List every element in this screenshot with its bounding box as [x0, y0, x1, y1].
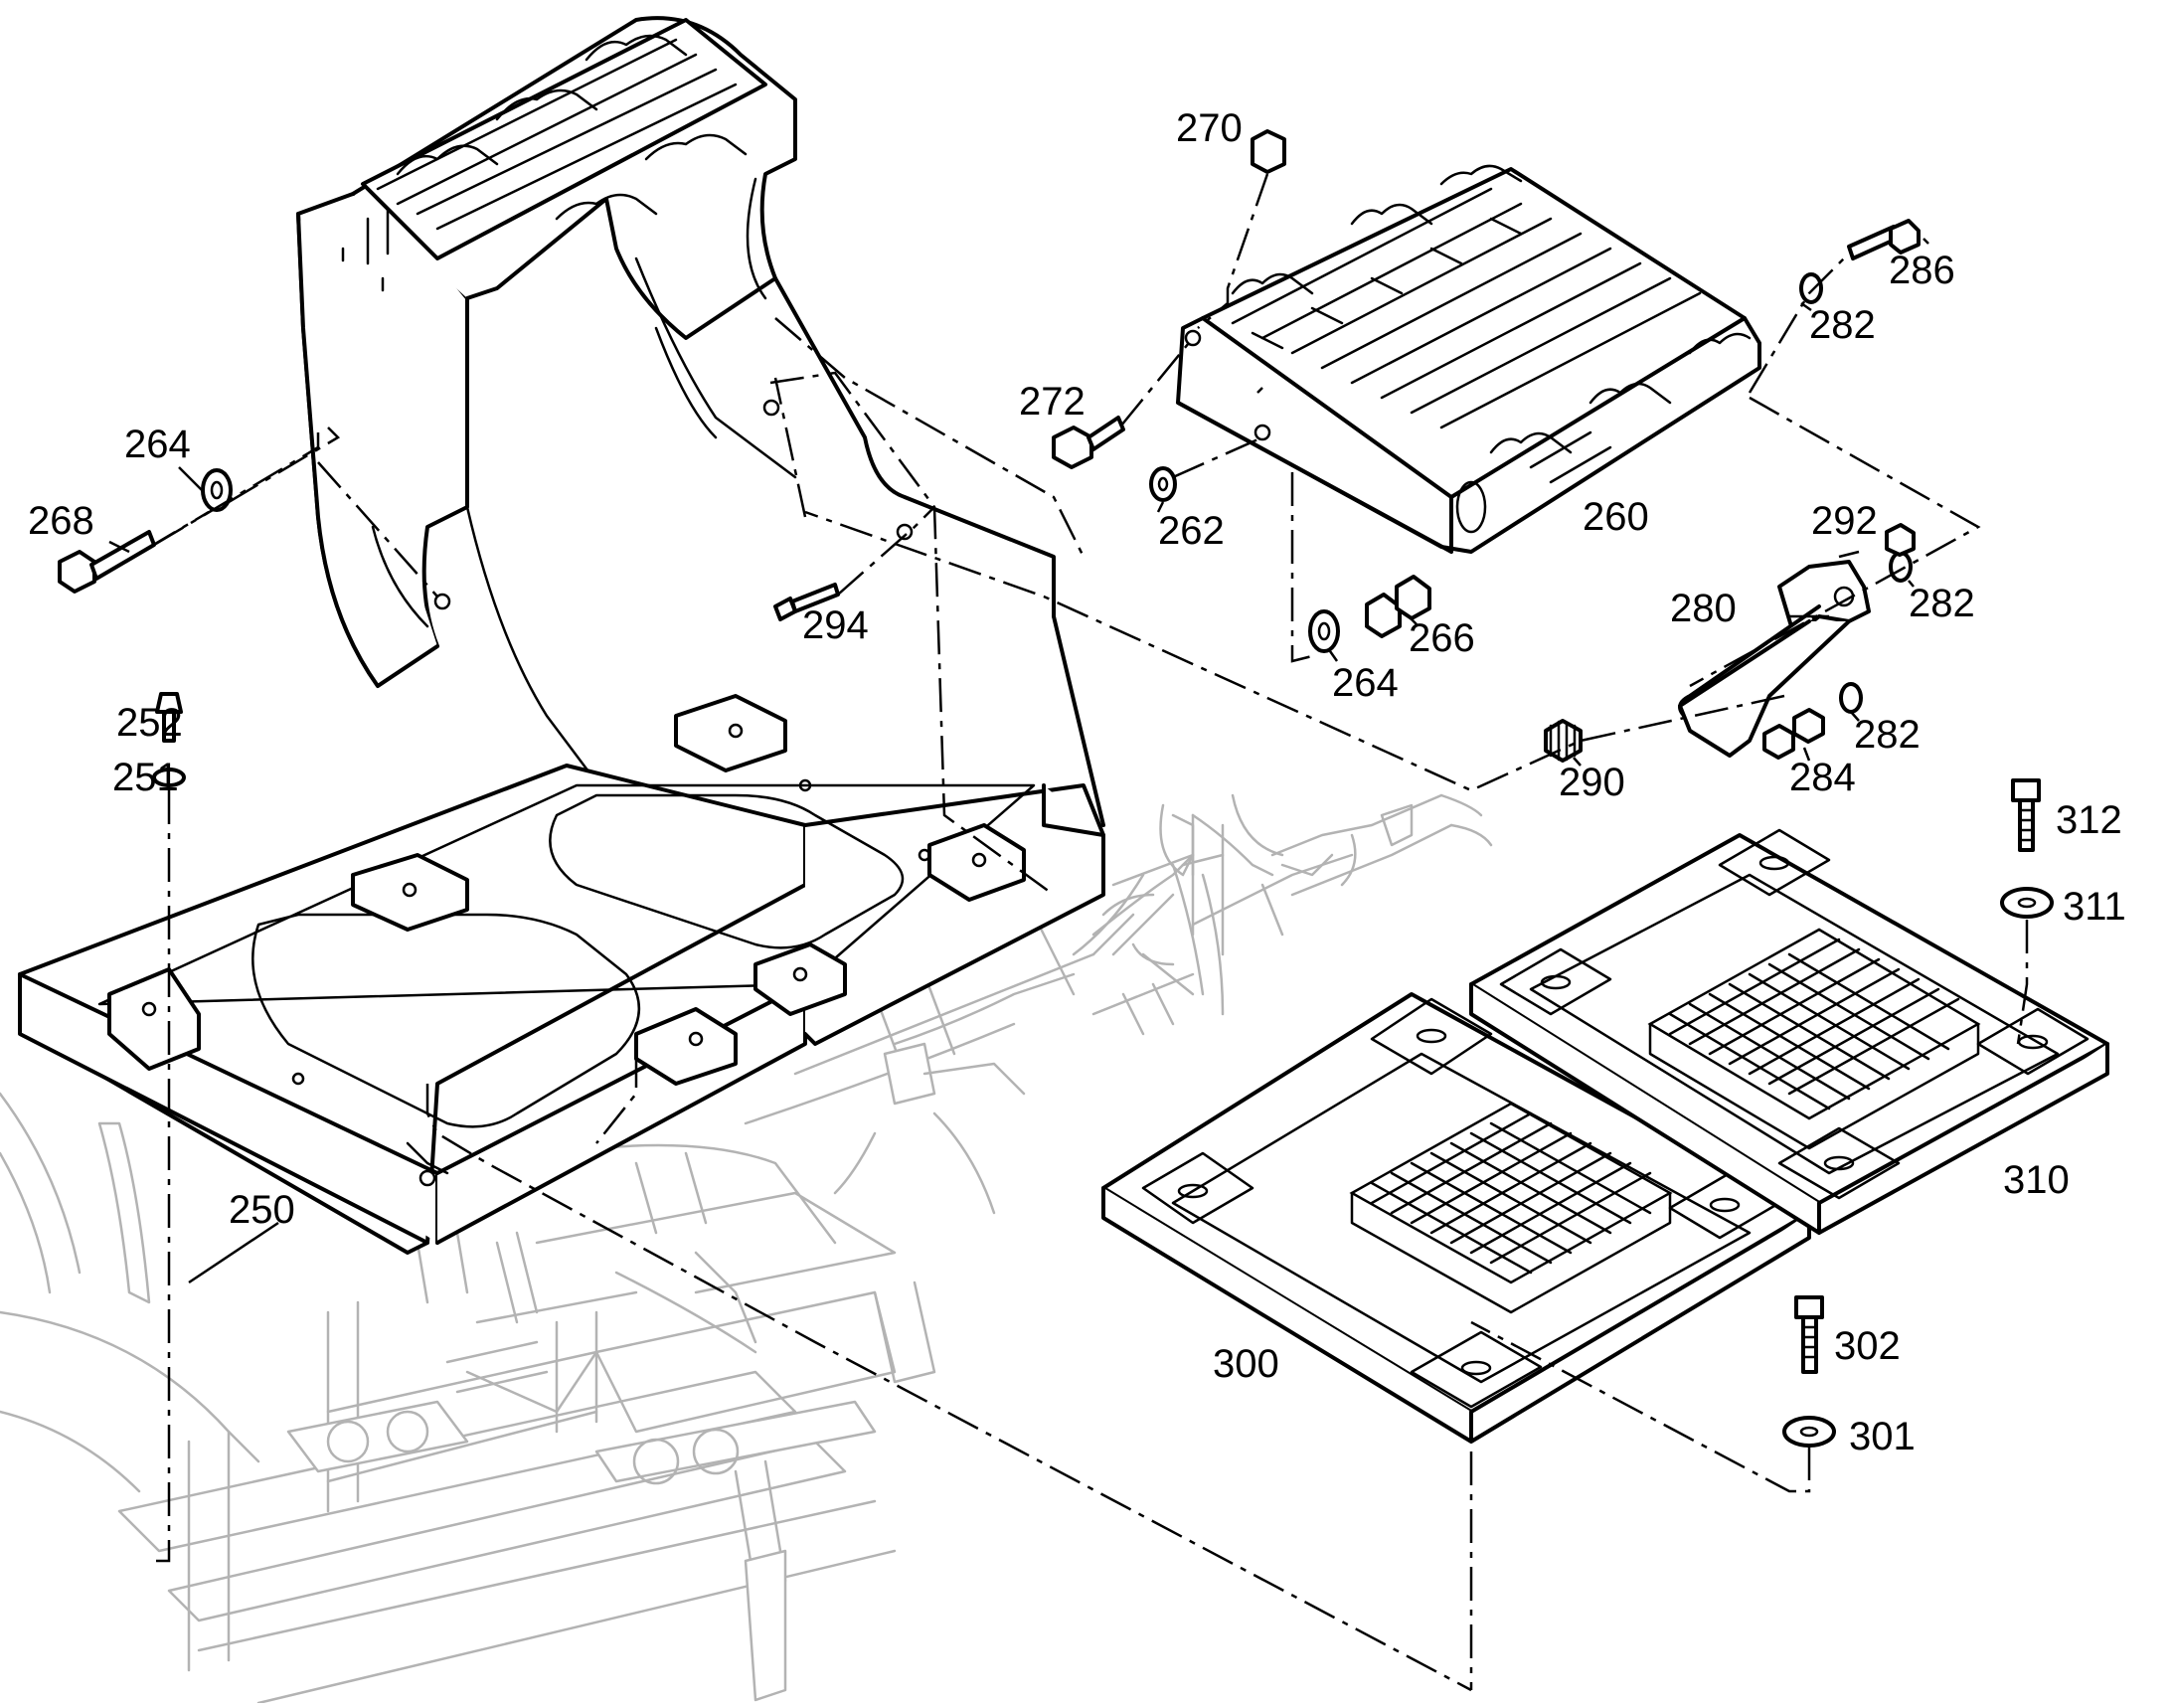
callout-251: 251 — [112, 756, 179, 799]
leader-lines — [108, 238, 1929, 1284]
callout-300: 300 — [1213, 1342, 1279, 1386]
callout-302: 302 — [1834, 1324, 1901, 1368]
callout-284: 284 — [1789, 756, 1856, 799]
seat-frame-part-250 — [18, 16, 1105, 1255]
callout-301: 301 — [1849, 1415, 1916, 1458]
callout-268: 268 — [28, 499, 94, 543]
callout-264-left: 264 — [124, 423, 191, 466]
callout-310: 310 — [2003, 1158, 2070, 1202]
callout-250: 250 — [229, 1188, 295, 1232]
callout-262: 262 — [1158, 509, 1225, 553]
callout-282-c: 282 — [1854, 713, 1921, 757]
bracket-part-280 — [1678, 560, 1871, 758]
callout-294: 294 — [802, 603, 869, 647]
callout-252: 252 — [116, 701, 183, 745]
callout-286: 286 — [1889, 249, 1955, 292]
callout-260: 260 — [1583, 495, 1649, 539]
callout-264-right: 264 — [1332, 661, 1399, 705]
hardware — [58, 129, 2054, 1448]
callout-292: 292 — [1811, 499, 1878, 543]
callout-312: 312 — [2056, 798, 2122, 842]
callout-282-a: 282 — [1809, 303, 1876, 347]
callout-311: 311 — [2063, 885, 2126, 929]
callout-272: 272 — [1019, 380, 1086, 424]
grating-310 — [1647, 928, 1981, 1150]
callout-labels: 250 251 252 260 262 264 264 266 268 270 … — [28, 106, 2126, 1458]
callout-290: 290 — [1559, 761, 1625, 804]
callout-266: 266 — [1409, 616, 1475, 660]
assembly-lines — [95, 173, 2029, 1692]
callout-280: 280 — [1670, 587, 1737, 630]
machine-frame-background — [0, 793, 1493, 1705]
platform-part-260 — [1176, 164, 1761, 554]
callout-282-b: 282 — [1909, 582, 1975, 625]
callout-270: 270 — [1176, 106, 1243, 150]
grating-300 — [1349, 1102, 1673, 1314]
